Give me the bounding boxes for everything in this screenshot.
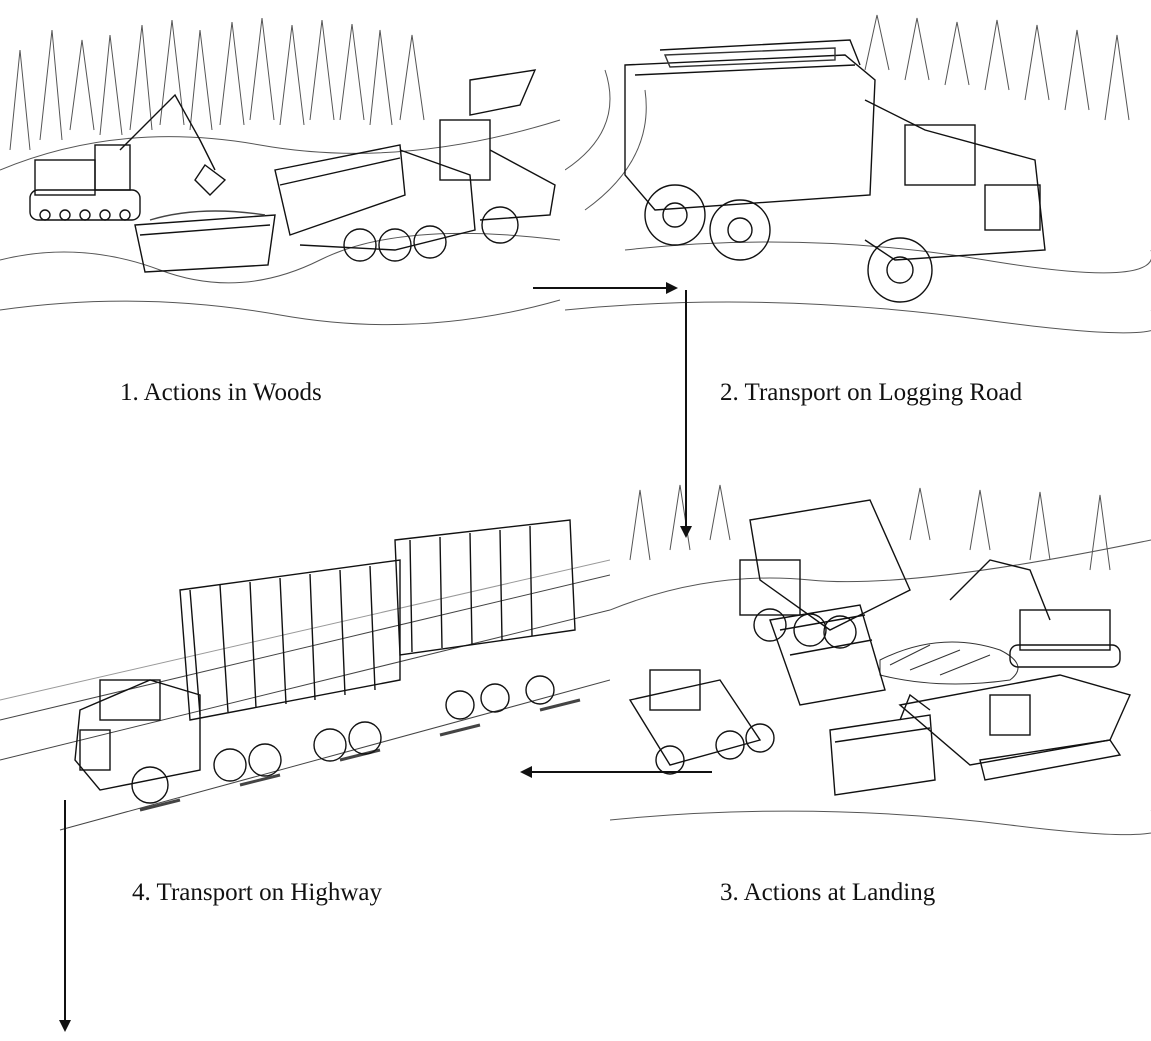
landing-excavator	[950, 560, 1120, 667]
hooklift-truck	[275, 70, 555, 261]
landing-container	[830, 715, 935, 795]
step-3-caption: 3. Actions at Landing	[720, 878, 935, 908]
articulated-dump-truck	[625, 40, 1045, 302]
highway-road	[0, 560, 610, 830]
wood-pile	[880, 642, 1018, 684]
highway-illustration	[0, 480, 610, 840]
hooklift-truck-loading	[630, 605, 885, 774]
logging-road-illustration	[565, 10, 1151, 335]
forest-trees	[565, 15, 1151, 333]
woods-illustration	[0, 10, 565, 335]
step-2-caption: 2. Transport on Logging Road	[720, 378, 1022, 408]
ground-container	[135, 211, 275, 272]
step-4-caption: 4. Transport on Highway	[132, 878, 382, 908]
step-1-caption: 1. Actions in Woods	[120, 378, 322, 408]
landing-illustration	[610, 480, 1151, 840]
dumping-truck	[740, 500, 910, 648]
chipper-machine	[900, 675, 1130, 780]
semi-truck-with-trailers	[75, 520, 575, 803]
forest-trees	[0, 18, 560, 325]
